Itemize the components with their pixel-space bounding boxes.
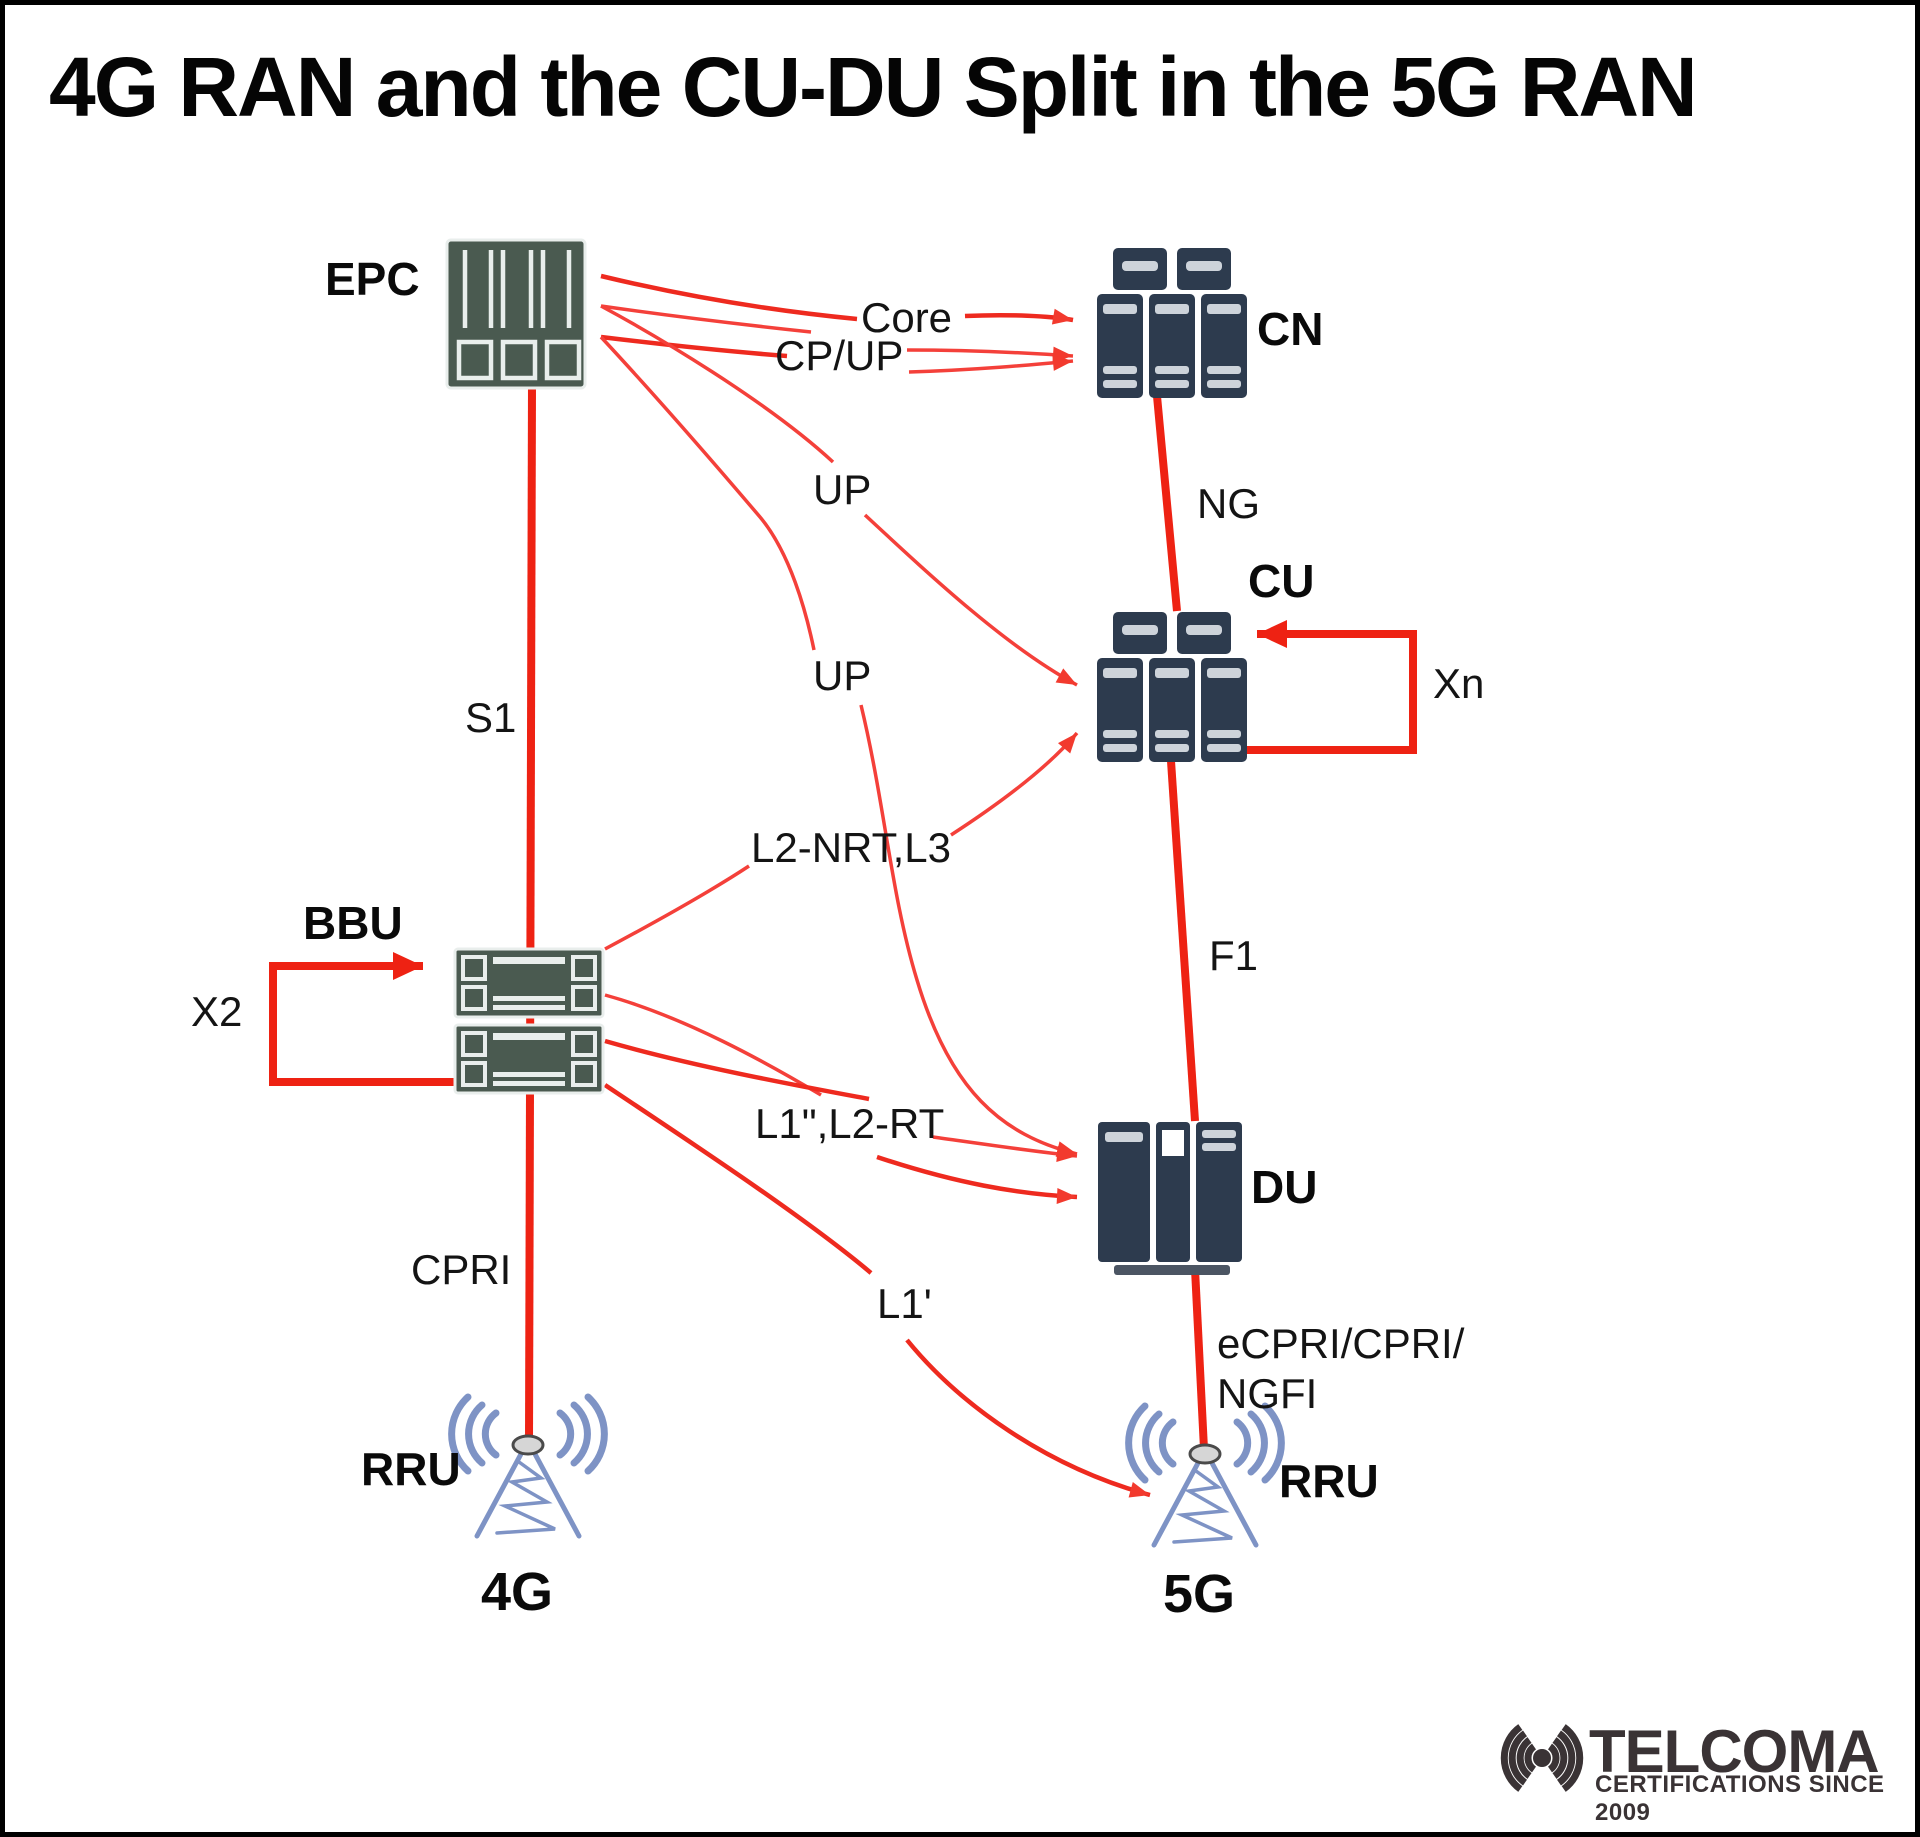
gen-4g-label: 4G (481, 1562, 554, 1622)
link-cpup-pre-lower (600, 334, 788, 359)
link-s1-cpri-line (525, 382, 536, 1443)
cpri-link-label: CPRI (411, 1246, 512, 1293)
thick-links (269, 382, 1417, 1450)
telcoma-logo-wordmark: TELCOMA (1589, 1718, 1880, 1785)
telcoma-logo-icon (1500, 1724, 1584, 1792)
link-cpup-post-upper (906, 346, 1074, 363)
rru-5g-label: RRU (1279, 1455, 1379, 1507)
link-core-pre (600, 273, 858, 322)
gen-5g-label: 5G (1163, 1564, 1236, 1624)
s1-link-label: S1 (465, 694, 517, 741)
up-du-link-label: UP (813, 652, 872, 699)
du-label: DU (1251, 1161, 1318, 1213)
telcoma-logo-tagline: CERTIFICATIONS SINCE 2009 (1595, 1771, 1885, 1826)
x2-link-label: X2 (191, 988, 243, 1035)
f1-link-label: F1 (1209, 932, 1259, 979)
du-server-icon (1098, 1122, 1242, 1275)
cn-label: CN (1257, 303, 1324, 355)
link-l1l2rt-pre-upper (604, 993, 822, 1097)
link-l1prime-post (905, 1338, 1151, 1498)
link-l1l2rt-pre-lower (604, 1038, 870, 1102)
xn-link-label: Xn (1433, 660, 1485, 707)
link-up-du-post (859, 704, 1078, 1157)
link-l2nrt-pre (604, 864, 750, 951)
link-up-cu-pre (600, 304, 835, 464)
cu-server-icon (1097, 612, 1247, 762)
link-x2-loop (269, 952, 457, 1086)
thin-links (599, 273, 1151, 1498)
core-link-label: Core (861, 294, 953, 341)
link-up-cu-post (863, 513, 1078, 687)
link-ecpri-line (1191, 1268, 1208, 1450)
link-ng-line (1153, 395, 1181, 612)
ng-link-label: NG (1197, 480, 1260, 527)
up-cu-link-label: UP (813, 466, 872, 513)
bbu-label: BBU (303, 897, 403, 949)
ecpri-link-label-line2: NGFI (1217, 1370, 1318, 1418)
bbu-server-icon (453, 947, 605, 1095)
link-l2nrt-post (950, 731, 1079, 837)
rru-4g-label: RRU (361, 1443, 461, 1495)
link-l1l2rt-post-lower (876, 1154, 1078, 1204)
diagram-lines-layer (269, 238, 1584, 1792)
cp-up-link-label: CP/UP (775, 332, 904, 379)
link-cpup-post-lower (908, 354, 1074, 374)
diagram-title: 4G RAN and the CU-DU Split in the 5G RAN (49, 40, 1698, 134)
l1-l2-rt-link-label: L1",L2-RT (755, 1100, 945, 1147)
l2-nrt-l3-link-label: L2-NRT,L3 (751, 824, 951, 871)
ecpri-link-label-line1: eCPRI/CPRI/ (1217, 1320, 1465, 1367)
link-cpup-pre-upper (600, 304, 812, 334)
epc-server-icon (445, 238, 587, 390)
link-f1-line (1167, 760, 1199, 1122)
link-xn-loop (1245, 620, 1417, 754)
epc-label: EPC (325, 253, 420, 305)
cu-label: CU (1248, 555, 1315, 607)
cn-server-icon (1097, 248, 1247, 398)
link-l1prime-pre (603, 1083, 873, 1275)
ecpri-link-label: eCPRI/CPRI/ NGFI (1217, 1319, 1464, 1420)
link-up-du-pre (599, 335, 816, 651)
link-core-post (964, 308, 1074, 325)
link-l1l2rt-post-upper (932, 1135, 1078, 1162)
l1-prime-link-label: L1' (877, 1280, 932, 1327)
